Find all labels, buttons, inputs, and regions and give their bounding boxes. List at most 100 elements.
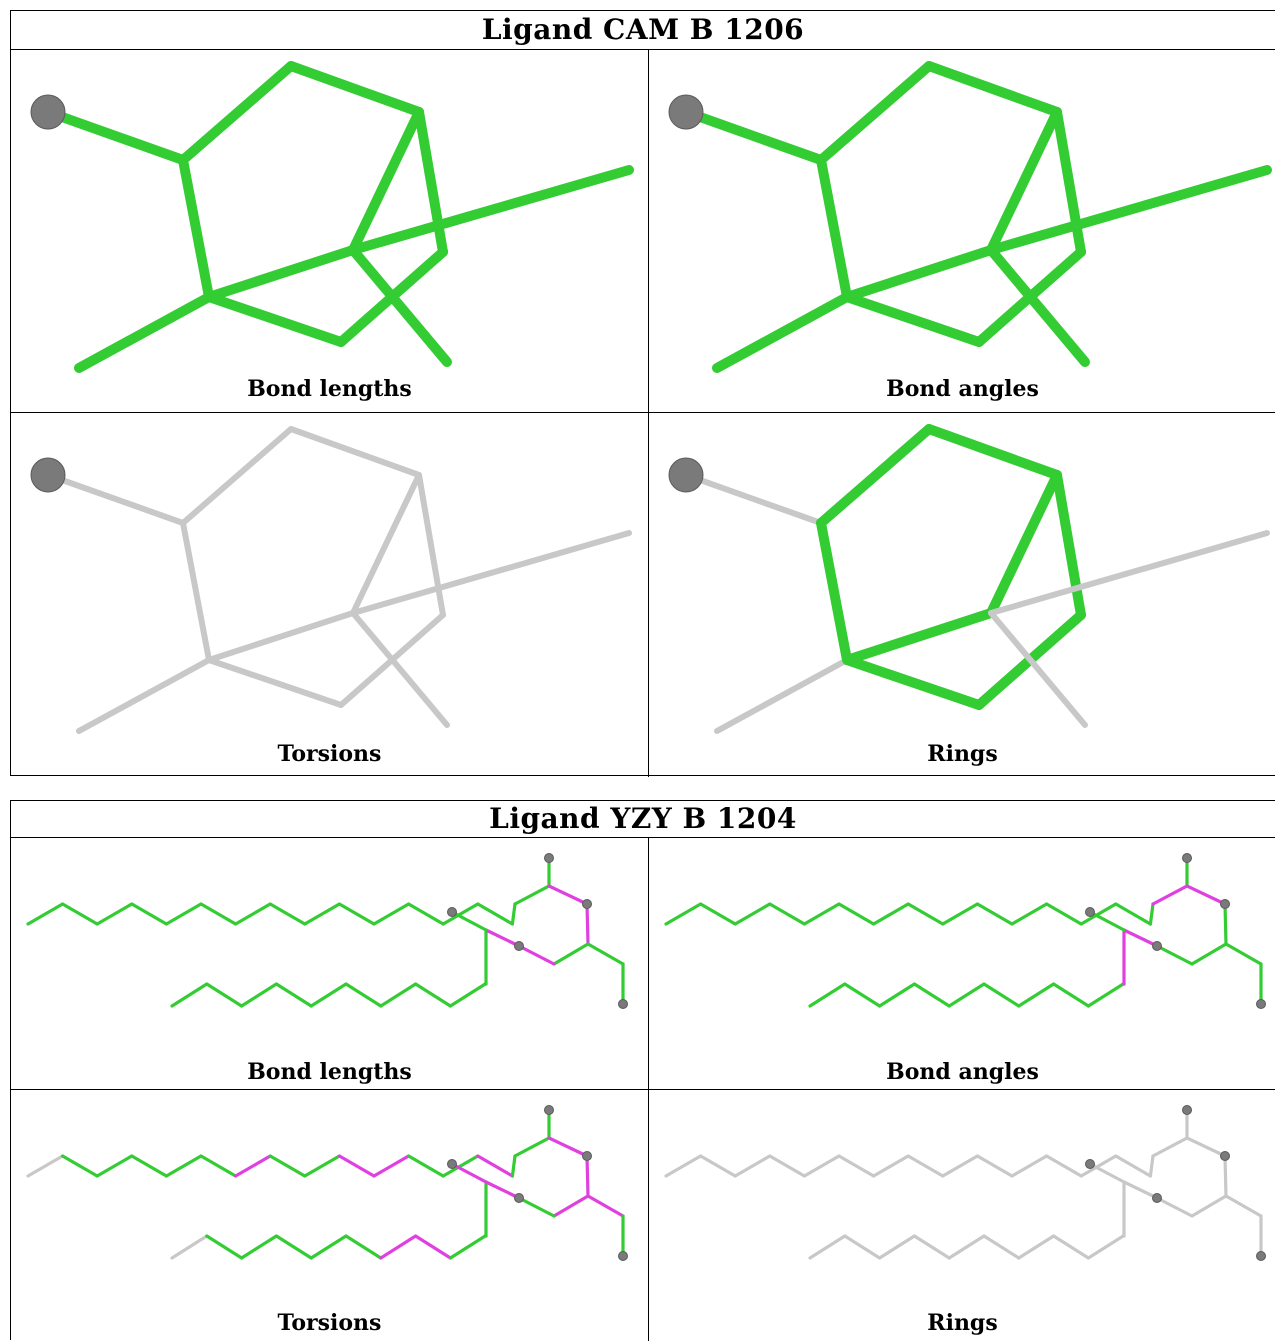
bond-line: [982, 1234, 1021, 1260]
bond-line: [733, 1154, 772, 1178]
bond-line: [372, 1154, 411, 1178]
bond-stick: [178, 155, 214, 302]
bond-line: [414, 982, 452, 1008]
bond-line: [768, 902, 806, 926]
bond-line: [441, 902, 480, 926]
atom-dot: [1182, 853, 1192, 863]
bond-line: [1190, 1194, 1228, 1218]
cell-caption: Bond angles: [886, 1059, 1039, 1085]
atom-sphere: [668, 94, 704, 130]
bond-line: [441, 1154, 480, 1178]
bond-line: [872, 1154, 910, 1178]
bond-line: [337, 902, 376, 926]
atom-dot: [1152, 1193, 1162, 1203]
divider: [11, 49, 1275, 50]
bond-line: [947, 982, 986, 1008]
bond-stick: [816, 155, 852, 302]
bond-line: [802, 1154, 841, 1178]
bond-line: [26, 902, 65, 926]
bond-stick: [206, 657, 344, 708]
bond-stick: [986, 107, 1062, 255]
bond-line: [837, 1154, 876, 1178]
bond-line: [664, 1154, 703, 1178]
bond-stick: [348, 107, 424, 255]
bond-line: [274, 982, 313, 1008]
bond-line: [552, 1194, 590, 1218]
bond-line: [975, 902, 1014, 926]
yzy-bond-lengths-cell: Bond lengths: [11, 838, 648, 1089]
bond-line: [906, 1154, 945, 1178]
bond-line: [698, 902, 737, 926]
bond-stick: [204, 292, 346, 347]
cell-caption: Rings: [927, 741, 998, 767]
yzy-bond-angles-view: [664, 853, 1266, 1009]
bond-line: [1151, 884, 1189, 906]
bond-stick: [986, 165, 1272, 255]
bond-stick: [681, 107, 826, 165]
yzy-torsions-view: [26, 1105, 628, 1261]
atom-dot: [1085, 907, 1095, 917]
bond-line: [303, 1154, 341, 1178]
bond-stick: [988, 610, 1088, 728]
bond-line: [60, 1154, 99, 1178]
bond-line: [303, 902, 341, 926]
bond-line: [205, 982, 244, 1008]
bond-line: [1223, 1154, 1228, 1198]
bond-line: [1086, 1234, 1125, 1260]
bond-line: [808, 982, 847, 1008]
bond-line: [379, 1234, 418, 1260]
atom-dot: [1256, 1251, 1266, 1261]
bond-line: [733, 902, 772, 926]
cell-caption: Bond lengths: [247, 1059, 412, 1085]
bond-line: [476, 1154, 514, 1178]
bond-line: [379, 982, 418, 1008]
bond-stick: [842, 608, 996, 665]
bond-line: [1114, 902, 1152, 926]
bond-line: [1010, 1154, 1049, 1178]
cam-bond-angles-view: [668, 61, 1272, 373]
bond-line: [510, 1154, 517, 1178]
bond-stick: [348, 165, 634, 255]
bond-line: [912, 982, 951, 1008]
bond-stick: [43, 107, 188, 165]
bond-line: [205, 1234, 244, 1260]
bond-line: [1155, 1196, 1194, 1218]
bond-line: [170, 982, 209, 1008]
bond-stick: [178, 61, 296, 165]
bond-line: [768, 1154, 806, 1178]
bond-line: [268, 1154, 307, 1178]
bond-line: [26, 1154, 65, 1178]
bond-stick: [986, 245, 1090, 367]
panel-title: Ligand CAM B 1206: [481, 13, 805, 46]
panel-title: Ligand YZY B 1204: [489, 802, 797, 835]
cell-caption: Rings: [927, 1310, 998, 1336]
cell-caption: Bond lengths: [247, 376, 412, 402]
divider: [648, 837, 649, 1341]
atom-dot: [1182, 1105, 1192, 1115]
bond-line: [941, 1154, 979, 1178]
cell-caption: Torsions: [277, 1310, 382, 1336]
bond-stick: [76, 657, 212, 734]
yzy-rings-view: [664, 1105, 1266, 1261]
bond-stick: [180, 426, 294, 526]
bond-stick: [924, 61, 1062, 117]
bond-line: [309, 1234, 348, 1260]
bond-line: [1088, 910, 1126, 932]
bond-line: [450, 910, 488, 932]
bond-stick: [842, 655, 984, 710]
bond-line: [309, 982, 348, 1008]
bond-line: [476, 902, 514, 926]
bond-line: [872, 902, 910, 926]
bond-stick: [712, 292, 852, 373]
bond-line: [585, 902, 590, 946]
bond-stick: [816, 424, 934, 528]
bond-stick: [842, 245, 996, 302]
cam-bond-lengths-view: [30, 61, 634, 373]
atom-dot: [514, 1193, 524, 1203]
bond-line: [407, 1154, 445, 1178]
bond-line: [407, 902, 445, 926]
bond-line: [517, 944, 556, 966]
bond-line: [344, 1234, 383, 1260]
bond-line: [517, 1196, 556, 1218]
bond-line: [1017, 1234, 1056, 1260]
